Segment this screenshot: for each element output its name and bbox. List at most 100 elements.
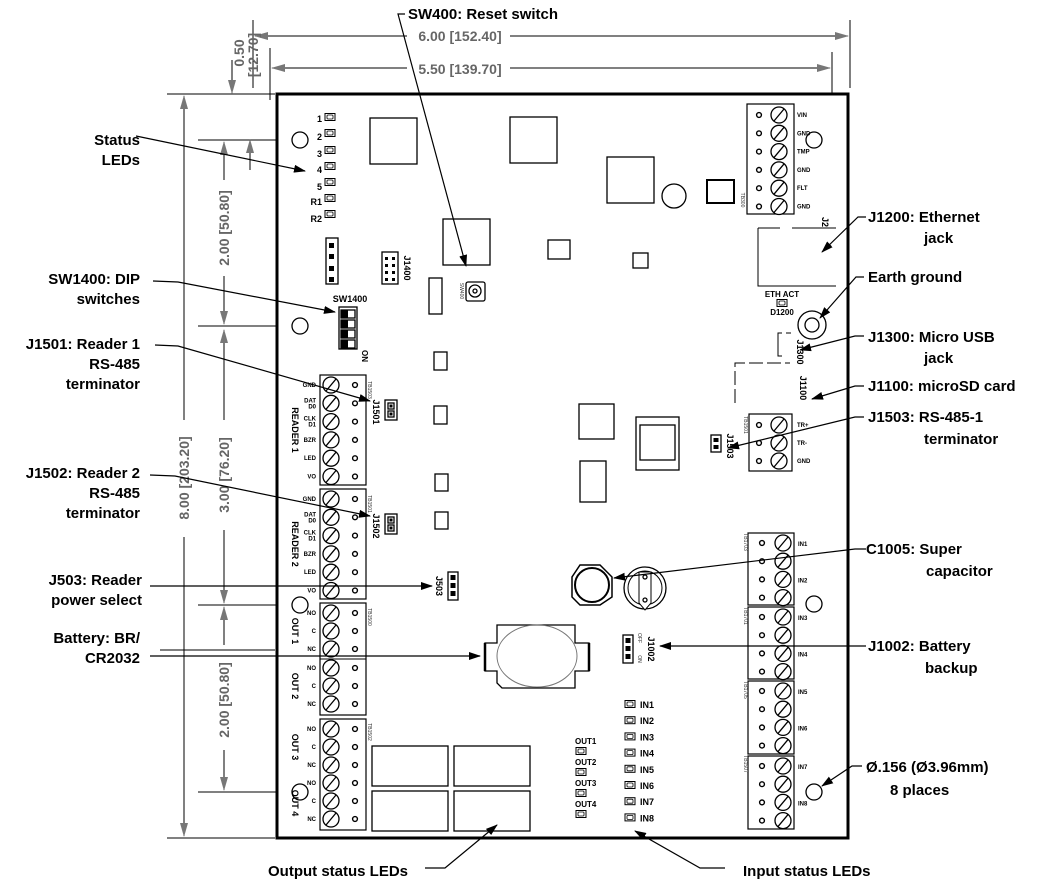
pin-label: IN2 [798,578,808,584]
pin-hole [755,130,763,137]
mounting-hole [805,131,823,149]
status-led-label: 2 [317,132,322,142]
pin-hole [351,473,359,480]
screw-terminal [774,626,792,644]
pin-label: GND [797,205,811,211]
screw-terminal [774,811,792,830]
pin-hole [351,400,359,407]
pin-hole [351,627,359,635]
dim-overall-width: 6.00 [152.40] [418,28,501,44]
output-led [575,747,587,755]
callout-earth-ground: Earth ground [868,269,962,286]
pin-hole [351,664,359,672]
output-led-label: OUT2 [575,758,597,767]
battery-holder [483,624,591,689]
callout-j1501-line3: terminator [66,376,140,393]
pin-hole [351,779,359,787]
pin-label: D1 [308,423,316,429]
pin-hole [758,650,766,657]
dim-upper-hole-spacing: 2.00 [50.80] [216,190,232,266]
pin-label: GND [797,168,811,174]
pin-label: TR+ [797,423,809,429]
j1002-off-label: OFF [636,633,642,643]
output-led [575,789,587,797]
pin-hole [755,148,763,155]
pin-label: LED [304,456,317,462]
pin-hole [351,514,359,521]
j1002-on-label: ON [636,655,642,663]
earth-ground-inner [804,317,820,333]
pin-label: CLK [304,531,317,537]
screw-terminal [774,775,792,793]
dim-top-offset-mm: [12.70] [245,33,261,77]
pin-label: C [312,745,317,751]
input-tb-label: TB1703 [742,533,748,551]
callout-microsd: J1100: microSD card [868,378,1016,395]
screw-terminal [322,640,340,658]
input-led [624,700,636,708]
pin-hole [758,724,766,731]
pin-label: IN3 [798,616,808,622]
input-led [624,732,636,741]
callout-j503-line1: J503: Reader [49,572,143,589]
input-led [624,797,636,806]
leader-lines [135,13,866,869]
callout-status-leds-line1: Status [94,132,140,149]
pin-hole [758,668,766,675]
pin-hole [758,539,766,547]
j1100-microsd: J1100 [734,362,808,403]
screw-terminal [774,757,792,775]
callout-battery-backup-line1: J1002: Battery [868,638,971,655]
screw-terminal [774,644,792,663]
screw-terminal [322,412,340,431]
screw-terminal [770,161,788,179]
input-led [624,716,636,725]
j1002-label: J1002 [646,636,656,661]
j1300-label: J1300 [795,339,805,364]
callout-reset-switch: SW400: Reset switch [408,6,558,23]
screw-terminal [774,534,792,552]
pin-label: GND [797,459,811,465]
status-led-label: 4 [317,165,322,175]
pin-label: VIN [797,113,807,119]
screw-terminal [322,774,340,792]
j1502-label: J1502 [371,513,381,538]
pin-hole [351,495,359,503]
pin-hole [351,725,359,733]
pin-hole [351,587,359,594]
dimensions: 6.00 [152.40] 5.50 [139.70] 0.50 [12.70]… [160,20,851,839]
input-led-label: IN5 [640,765,654,775]
pin-label: LED [304,570,317,576]
pin-label: VO [307,589,316,595]
pin-hole [351,761,359,769]
screw-terminal [774,682,792,700]
reader-pins: GNDDATD0CLKD1BZRLEDVOGNDDATD0CLKD1BZRLED… [303,376,359,600]
screw-terminal [774,662,792,681]
j1100-label: J1100 [798,376,808,401]
status-led-label: 3 [317,149,322,159]
callout-supercap-line1: C1005: Super [866,541,962,558]
dim-top-offset: 0.50 [231,39,247,66]
pin-hole [758,799,766,806]
pin-hole [351,381,359,389]
mounting-holes [291,131,827,801]
mounting-hole [805,595,823,613]
screw-terminal [322,695,340,713]
pin-label: IN6 [798,726,808,732]
out4-group-label: OUT 4 [290,790,300,817]
input-led [624,813,636,822]
output-led [575,810,587,818]
pin-hole [758,687,766,695]
screw-terminal [770,106,788,124]
callout-battery-backup-line2: backup [925,660,978,677]
pin-hole [755,111,763,119]
board-components [369,116,735,530]
screw-terminal [770,197,788,216]
dim-middle-hole-spacing: 3.00 [76.20] [216,437,232,513]
out1-group-label: OUT 1 [290,618,300,645]
screw-terminal [322,508,340,526]
pin-hole [758,632,766,639]
d1200-label: D1200 [770,308,794,317]
screw-terminal [770,416,788,434]
input-tb-label: TB1507 [742,755,748,773]
